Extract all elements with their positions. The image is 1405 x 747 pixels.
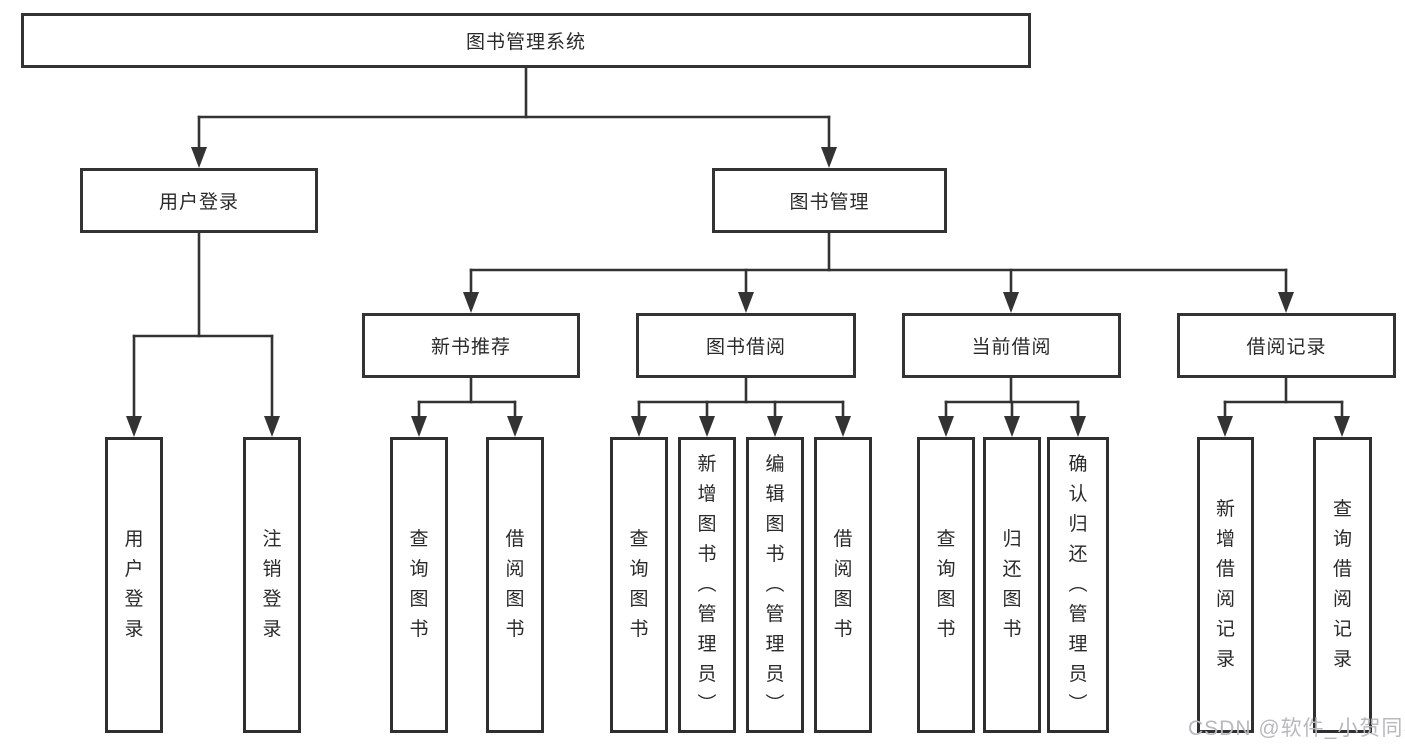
leaf-recommend-borrow-book: 借阅图书 (486, 437, 544, 733)
node-borrowing-records: 借阅记录 (1177, 313, 1396, 378)
node-library-management-system: 图书管理系统 (21, 13, 1031, 68)
leaf-borrow-query-book: 查询图书 (610, 437, 668, 733)
node-new-book-recommendation: 新书推荐 (362, 313, 580, 378)
node-book-management: 图书管理 (712, 168, 947, 233)
leaf-logout-login: 注销登录 (243, 437, 301, 733)
leaf-recommend-query-book: 查询图书 (390, 437, 448, 733)
leaf-current-return-book: 归还图书 (983, 437, 1041, 733)
leaf-borrow-borrow-book: 借阅图书 (814, 437, 872, 733)
node-user-login: 用户登录 (80, 168, 318, 233)
watermark: CSDN @软件_小贺同学 (1188, 717, 1405, 740)
node-current-borrowing: 当前借阅 (902, 313, 1121, 378)
leaf-records-query-borrow-record: 查询借阅记录 (1313, 437, 1372, 733)
node-book-borrowing: 图书借阅 (636, 313, 856, 378)
leaf-current-query-book: 查询图书 (917, 437, 975, 733)
leaf-borrow-add-book-admin: 新增图书︵管理员︶ (678, 437, 736, 733)
leaf-current-confirm-return-admin: 确认归还︵管理员︶ (1047, 437, 1109, 733)
leaf-records-add-borrow-record: 新增借阅记录 (1197, 437, 1254, 733)
leaf-user-login: 用户登录 (105, 437, 163, 733)
leaf-borrow-edit-book-admin: 编辑图书︵管理员︶ (746, 437, 804, 733)
